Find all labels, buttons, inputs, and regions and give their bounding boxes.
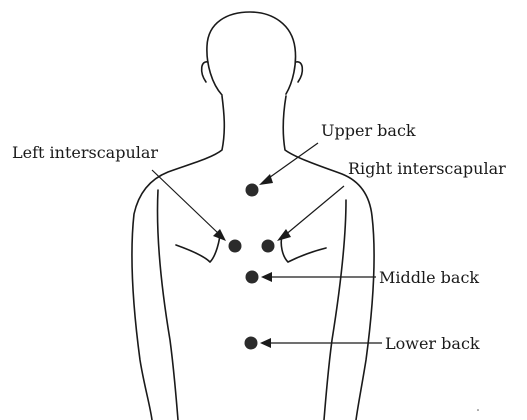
right-interscapular-arrowhead: [277, 229, 291, 241]
left-interscapular-point: [229, 240, 242, 253]
left-ear: [202, 62, 208, 82]
torso-outline: [132, 12, 374, 420]
head-outline: [207, 12, 296, 95]
middle-back-label: Middle back: [379, 268, 479, 287]
lower-back-arrowhead: [260, 338, 271, 348]
measurement-points: [229, 184, 275, 350]
left-interscapular-label: Left interscapular: [12, 143, 158, 162]
paper-speck: [477, 409, 479, 411]
lower-back-point: [245, 337, 258, 350]
upper-back-point: [246, 184, 259, 197]
right-scapula: [281, 236, 326, 262]
middle-back-point: [246, 271, 259, 284]
left-interscapular-leader: [152, 170, 219, 234]
left-scapula: [176, 232, 220, 262]
labels: Upper back Left interscapular Right inte…: [12, 121, 506, 353]
upper-back-arrowhead: [259, 174, 273, 185]
left-arm-inner: [158, 190, 179, 420]
middle-back-arrowhead: [261, 272, 272, 282]
right-ear: [296, 62, 302, 82]
right-arm-inner: [324, 200, 346, 420]
right-interscapular-leader: [284, 186, 344, 236]
right-interscapular-label: Right interscapular: [348, 159, 506, 178]
upper-back-label: Upper back: [321, 121, 416, 140]
lower-back-label: Lower back: [385, 334, 480, 353]
right-interscapular-point: [262, 240, 275, 253]
